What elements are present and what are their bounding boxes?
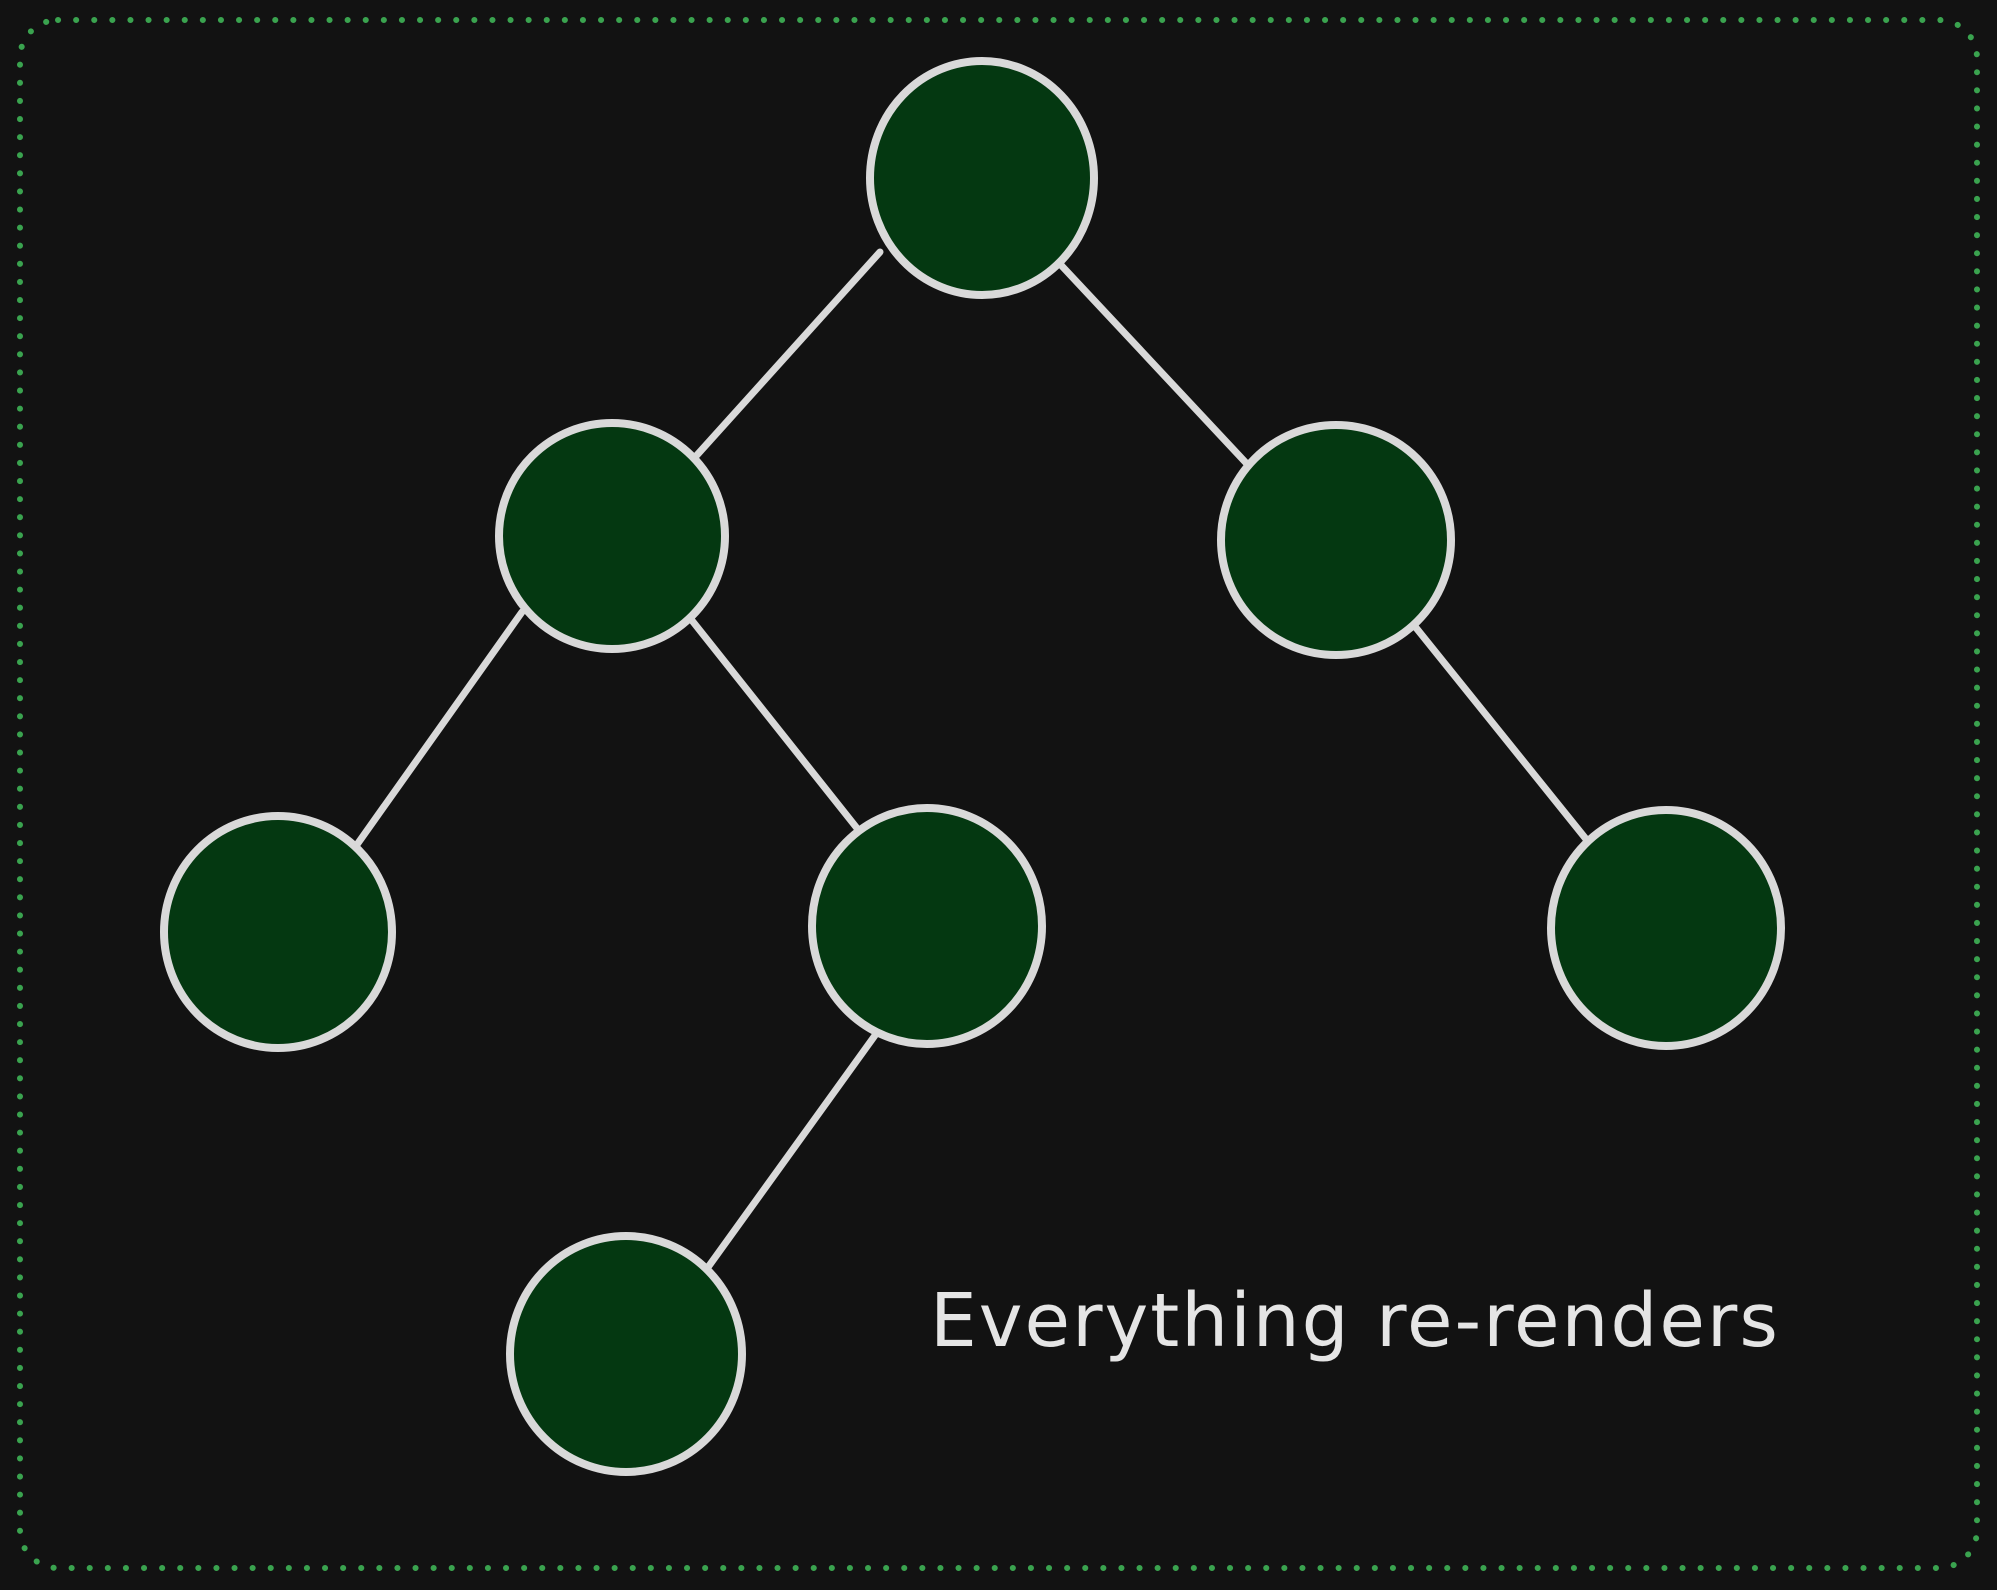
node-left-right <box>808 804 1046 1048</box>
edge-root-right <box>1056 260 1252 469</box>
node-root <box>866 57 1098 299</box>
edge-left-left-right <box>686 614 864 836</box>
node-left-right-left <box>506 1232 746 1476</box>
edge-left-right-left-right-left <box>702 1030 880 1274</box>
edge-right-right-right <box>1409 620 1594 848</box>
node-right <box>1217 421 1455 659</box>
edge-root-left <box>693 248 884 459</box>
node-left <box>495 419 729 653</box>
dotted-frame <box>17 17 1980 1571</box>
caption: Everything re-renders <box>930 1278 1780 1364</box>
node-left-left <box>160 812 396 1052</box>
edge-left-left-left <box>352 608 526 850</box>
nodes <box>160 57 1785 1476</box>
node-right-right <box>1547 806 1785 1050</box>
edges <box>352 248 1594 1274</box>
